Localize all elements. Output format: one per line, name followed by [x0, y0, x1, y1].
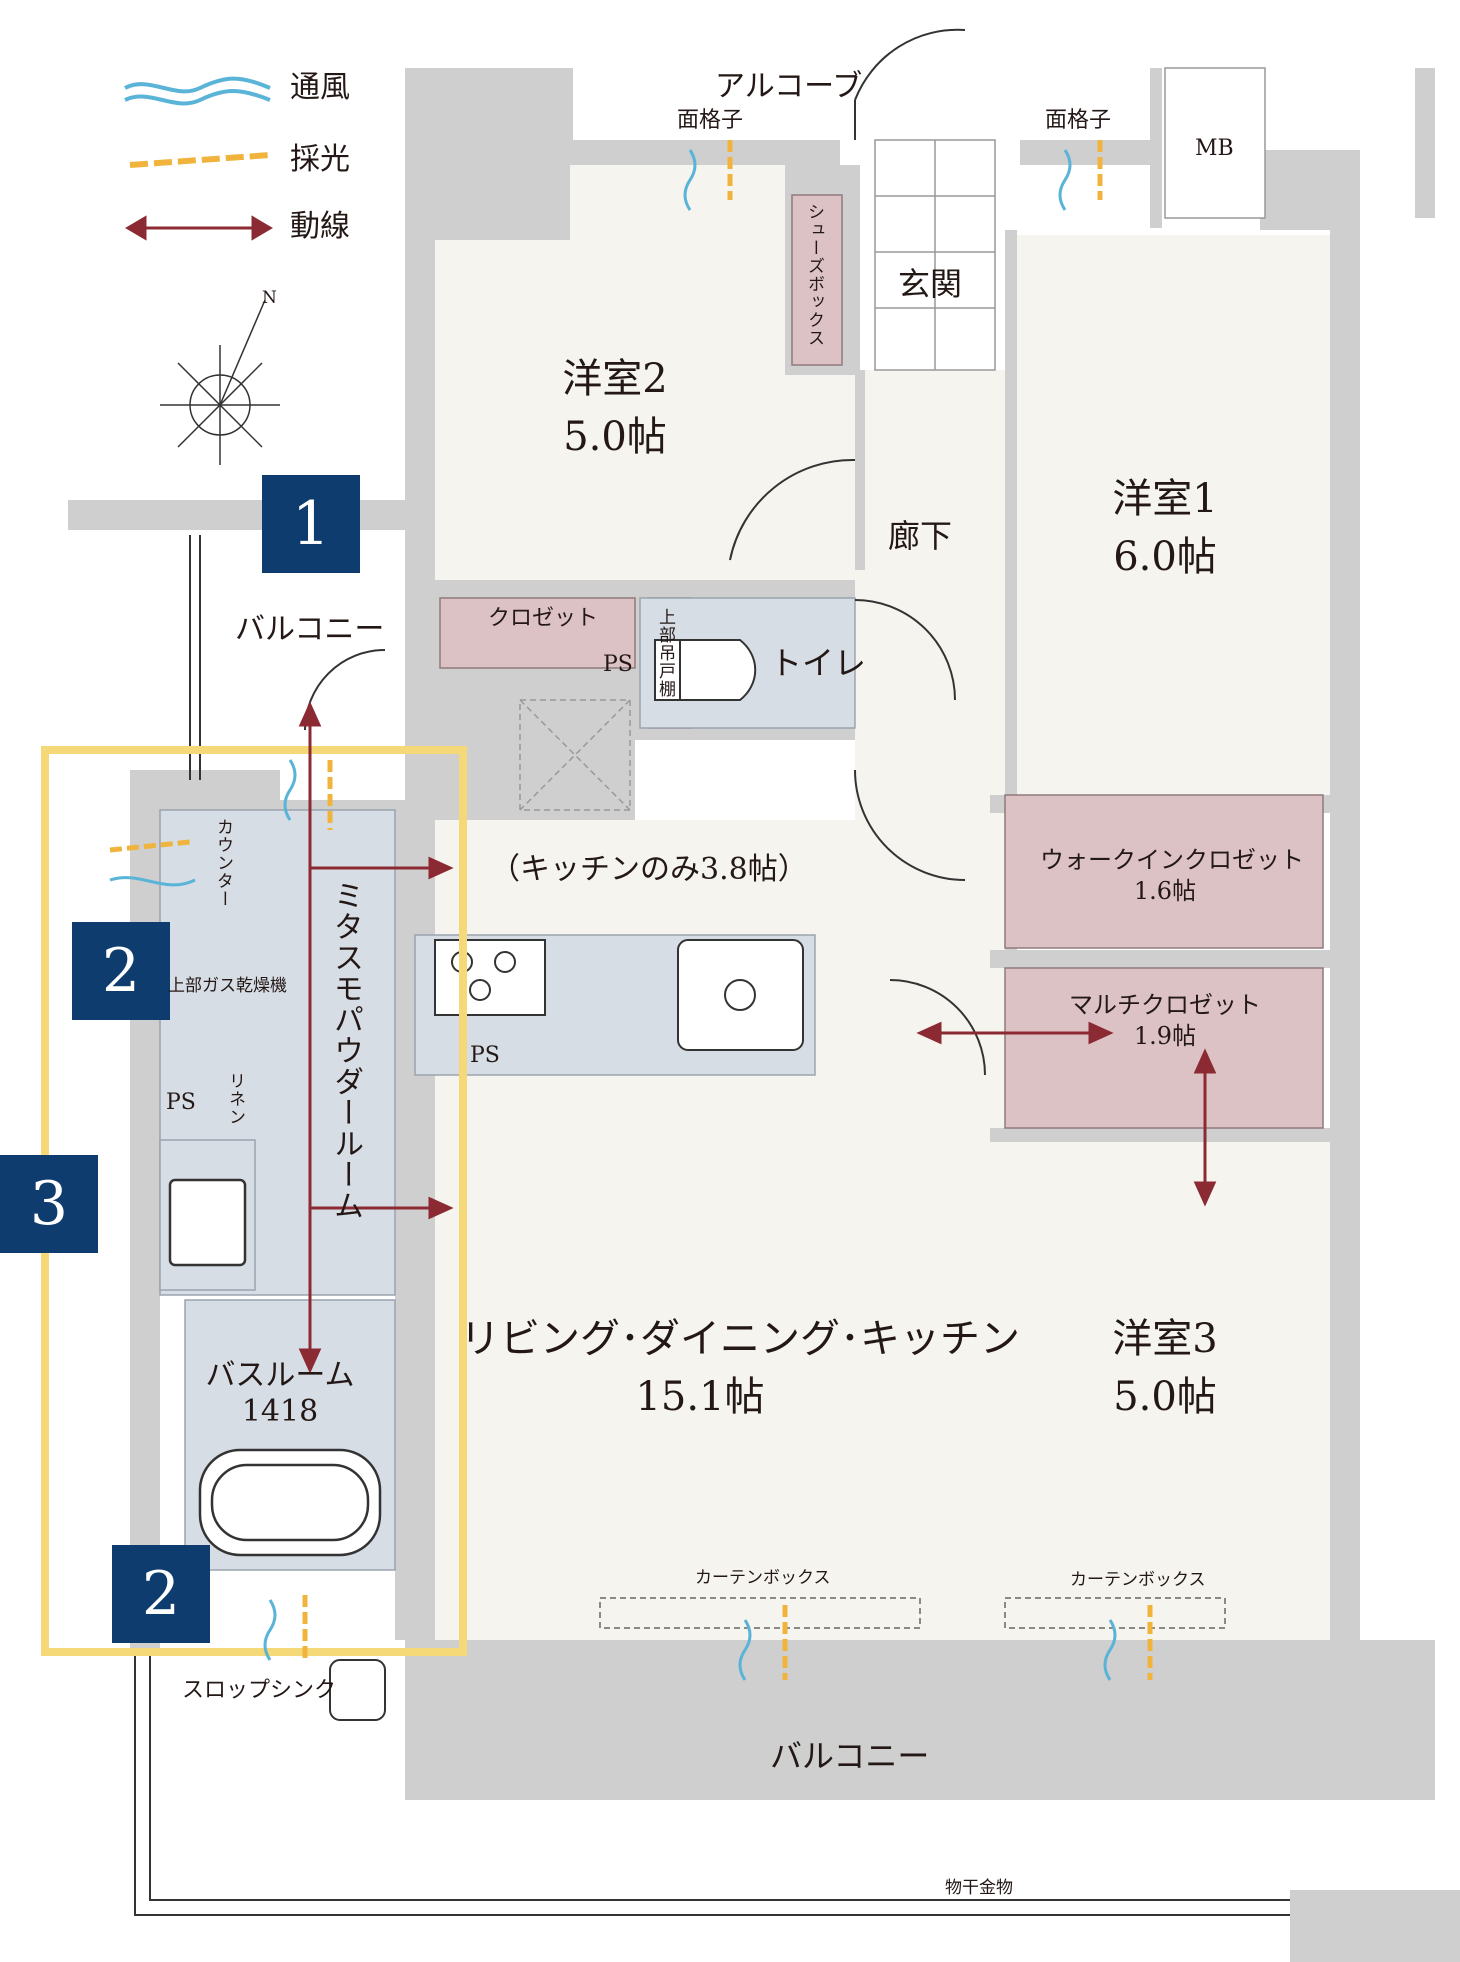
mb-box [1164, 67, 1266, 219]
western1-size: 6.0帖 [1113, 534, 1217, 580]
ldk-name: リビング･ダイニング･キッチン [460, 1316, 1020, 1362]
ps-kitchen-label: PS [470, 1043, 500, 1068]
shoe-box-label: シューズボックス [804, 203, 824, 347]
compass-icon [160, 299, 280, 465]
multi-closet-size: 1.9帖 [1133, 1022, 1197, 1051]
wic-room: ウォークインクロゼット 1.6帖 [1040, 845, 1304, 907]
kitchen-fixtures [434, 939, 804, 1051]
entrance-label: 玄関 [898, 265, 963, 303]
western1-name: 洋室1 [1112, 476, 1218, 522]
counter-label: カウンター [213, 818, 233, 908]
dryer-label: 上部ガス乾燥機 [168, 976, 287, 996]
ldk-size: 15.1帖 [635, 1374, 765, 1420]
window-light-markers [109, 140, 1153, 1680]
western3-size: 5.0帖 [1113, 1374, 1217, 1420]
badge-3: 3 [0, 1155, 98, 1253]
wic-size: 1.6帖 [1133, 877, 1197, 906]
window-wind-markers [109, 149, 1117, 1681]
multi-closet-name: マルチクロゼット [1069, 991, 1261, 1019]
grille-left-label: 面格子 [677, 108, 744, 133]
legend-light-label: 採光 [290, 142, 350, 177]
legend-flow-icon [125, 215, 273, 241]
badge-2-lower: 2 [112, 1545, 210, 1643]
ps-toilet-label: PS [603, 652, 633, 677]
bath-fixtures [168, 1178, 382, 1557]
wic-name: ウォークインクロゼット [1040, 846, 1304, 874]
badge-2-upper: 2 [72, 922, 170, 1020]
western2-name: 洋室2 [562, 356, 668, 402]
door-swings [304, 28, 986, 1076]
linen-label: リネン [225, 1072, 245, 1126]
toilet-label: トイレ [770, 644, 867, 682]
western3-room: 洋室3 5.0帖 [1090, 1310, 1240, 1426]
entrance-tiles [874, 139, 996, 371]
mb-label: MB [1195, 136, 1234, 161]
drying-hardware-label: 物干金物 [945, 1878, 1013, 1898]
closet-label: クロゼット [488, 606, 599, 631]
western1-room: 洋室1 6.0帖 [1090, 470, 1240, 586]
balcony-left-label: バルコニー [235, 612, 385, 647]
balcony-railing [134, 535, 1290, 1916]
compass-north-label: N [262, 288, 277, 308]
ldk-room: リビング･ダイニング･キッチン 15.1帖 [460, 1310, 1020, 1426]
western2-size: 5.0帖 [563, 414, 667, 460]
bath-room: バスルーム 1418 [205, 1358, 355, 1430]
corridor-label: 廊下 [888, 517, 953, 555]
powder-room-label: ミタスモパウダールーム [328, 880, 363, 1221]
toilet-fixture [654, 639, 757, 701]
flow-arrows [298, 701, 1217, 1374]
upper-shelf-label: 上部吊戸棚 [655, 608, 675, 698]
curtain-box-right-label: カーテンボックス [1070, 1570, 1206, 1590]
kitchen-only-label: （キッチンのみ3.8帖） [490, 852, 808, 887]
grille-right-label: 面格子 [1045, 108, 1112, 133]
slop-sink-fixture [329, 1659, 386, 1721]
multi-closet-room: マルチクロゼット 1.9帖 [1060, 990, 1270, 1052]
legend-wind-label: 通風 [290, 70, 350, 105]
legend-light-icon [129, 152, 271, 168]
curtain-box-left-label: カーテンボックス [695, 1568, 831, 1588]
ps-left-label: PS [166, 1090, 196, 1115]
legend-wind-icon [124, 76, 271, 106]
bath-name: バスルーム [205, 1358, 355, 1393]
bath-size: 1418 [241, 1394, 319, 1429]
western3-name: 洋室3 [1112, 1316, 1218, 1362]
stairwell-cross [519, 699, 631, 811]
badge-1: 1 [262, 475, 360, 573]
balcony-bottom-label: バルコニー [770, 1737, 930, 1775]
slop-sink-label: スロップシンク [182, 1678, 337, 1703]
alcove-label: アルコーブ [715, 69, 863, 104]
legend-flow-label: 動線 [290, 209, 350, 244]
western2-room: 洋室2 5.0帖 [540, 350, 690, 466]
